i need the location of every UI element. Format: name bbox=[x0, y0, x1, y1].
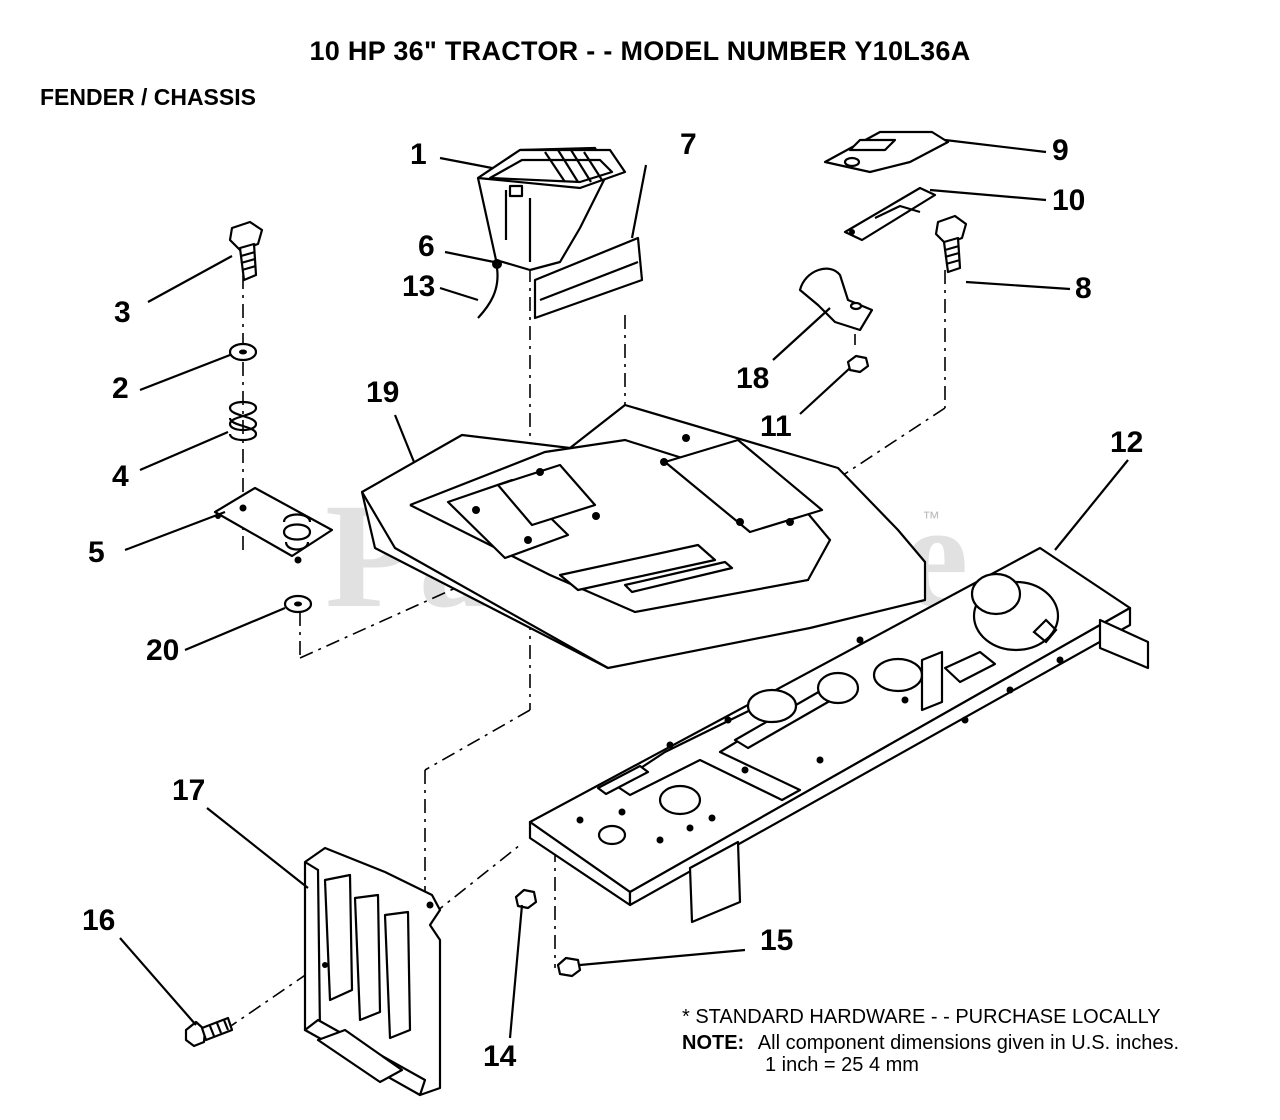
callout-17: 17 bbox=[172, 774, 206, 807]
callout-19: 19 bbox=[366, 376, 400, 409]
note-text: All component dimensions given in U.S. i… bbox=[757, 1032, 1180, 1054]
part-18-clamp bbox=[798, 267, 874, 332]
callout-1: 1 bbox=[410, 138, 427, 171]
callout-9: 9 bbox=[1052, 134, 1069, 167]
part-17-bracket bbox=[303, 846, 442, 1097]
callout-2: 2 bbox=[112, 372, 129, 405]
callout-10: 10 bbox=[1052, 184, 1086, 217]
callout-16: 16 bbox=[82, 904, 116, 937]
part-15-nut bbox=[556, 956, 582, 978]
part-11-nut bbox=[846, 354, 870, 374]
part-3-bolt bbox=[228, 220, 264, 282]
part-5-spring-plate bbox=[213, 486, 334, 564]
callout-11: 11 bbox=[760, 410, 792, 443]
callout-13: 13 bbox=[402, 270, 436, 303]
callout-15: 15 bbox=[760, 924, 794, 957]
callout-6: 6 bbox=[418, 230, 435, 263]
watermark-trademark: ™ bbox=[922, 508, 940, 528]
leader-lines bbox=[119, 138, 1129, 1039]
part-9-plate bbox=[823, 130, 950, 174]
callout-5: 5 bbox=[88, 536, 105, 569]
callout-7: 7 bbox=[680, 128, 697, 161]
callout-20: 20 bbox=[146, 634, 180, 667]
part-2-washer bbox=[228, 342, 258, 362]
part-1-tray bbox=[476, 146, 627, 272]
part-12-chassis-frame bbox=[528, 546, 1150, 924]
callout-4: 4 bbox=[112, 460, 129, 493]
standard-hardware-note: * STANDARD HARDWARE - - PURCHASE LOCALLY bbox=[682, 1006, 1161, 1028]
part-4-spring bbox=[228, 400, 258, 442]
part-7-decal bbox=[533, 236, 644, 320]
callout-8: 8 bbox=[1075, 272, 1092, 305]
part-19-fender bbox=[360, 403, 927, 670]
callout-14: 14 bbox=[483, 1040, 517, 1073]
part-20-washer bbox=[283, 594, 313, 614]
dimension-note: NOTE: All component dimensions given in … bbox=[682, 1032, 1179, 1055]
diagram-subtitle: FENDER / CHASSIS bbox=[40, 84, 256, 110]
diagram-title: 10 HP 36" TRACTOR - - MODEL NUMBER Y10L3… bbox=[309, 36, 971, 66]
part-16-bolt bbox=[184, 1016, 234, 1048]
part-6-13-grommet-cable bbox=[477, 259, 502, 319]
callout-12: 12 bbox=[1110, 426, 1144, 459]
part-8-bolt bbox=[934, 214, 968, 274]
callout-18: 18 bbox=[736, 362, 770, 395]
conversion-note: 1 inch = 25 4 mm bbox=[765, 1054, 919, 1076]
part-14-nut bbox=[514, 888, 538, 910]
note-label: NOTE: bbox=[682, 1032, 745, 1054]
part-10-bracket bbox=[843, 186, 937, 242]
callout-3: 3 bbox=[114, 296, 131, 329]
